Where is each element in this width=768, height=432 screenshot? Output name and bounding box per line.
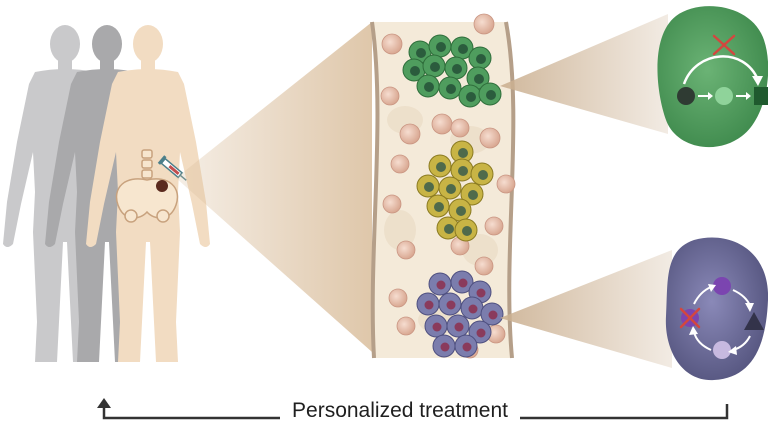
red-x-icon <box>679 307 701 329</box>
circle-node-lavender <box>713 341 731 359</box>
green-pathway-arc <box>682 55 760 85</box>
circle-node-purple <box>713 277 731 295</box>
zoom-beam-purple <box>500 250 672 368</box>
zoom-beam-left <box>176 22 372 352</box>
arrow-right-icon <box>736 92 751 100</box>
arrow-up-icon <box>97 398 111 408</box>
red-x-icon <box>712 34 736 56</box>
biopsy-site <box>156 180 168 192</box>
vessel-wall-left <box>370 21 380 359</box>
circle-node-light <box>715 87 733 105</box>
green-pathway-blob <box>657 6 768 148</box>
zoom-beam-green <box>500 14 668 134</box>
arrow-right-icon <box>698 92 713 100</box>
square-node <box>754 87 768 105</box>
cycle-arrowheads <box>689 284 754 355</box>
arc-arrowhead-icon <box>752 76 763 86</box>
triangle-node <box>744 312 764 330</box>
circle-node-dark <box>677 87 695 105</box>
personalized-treatment-label: Personalized treatment <box>280 396 520 426</box>
